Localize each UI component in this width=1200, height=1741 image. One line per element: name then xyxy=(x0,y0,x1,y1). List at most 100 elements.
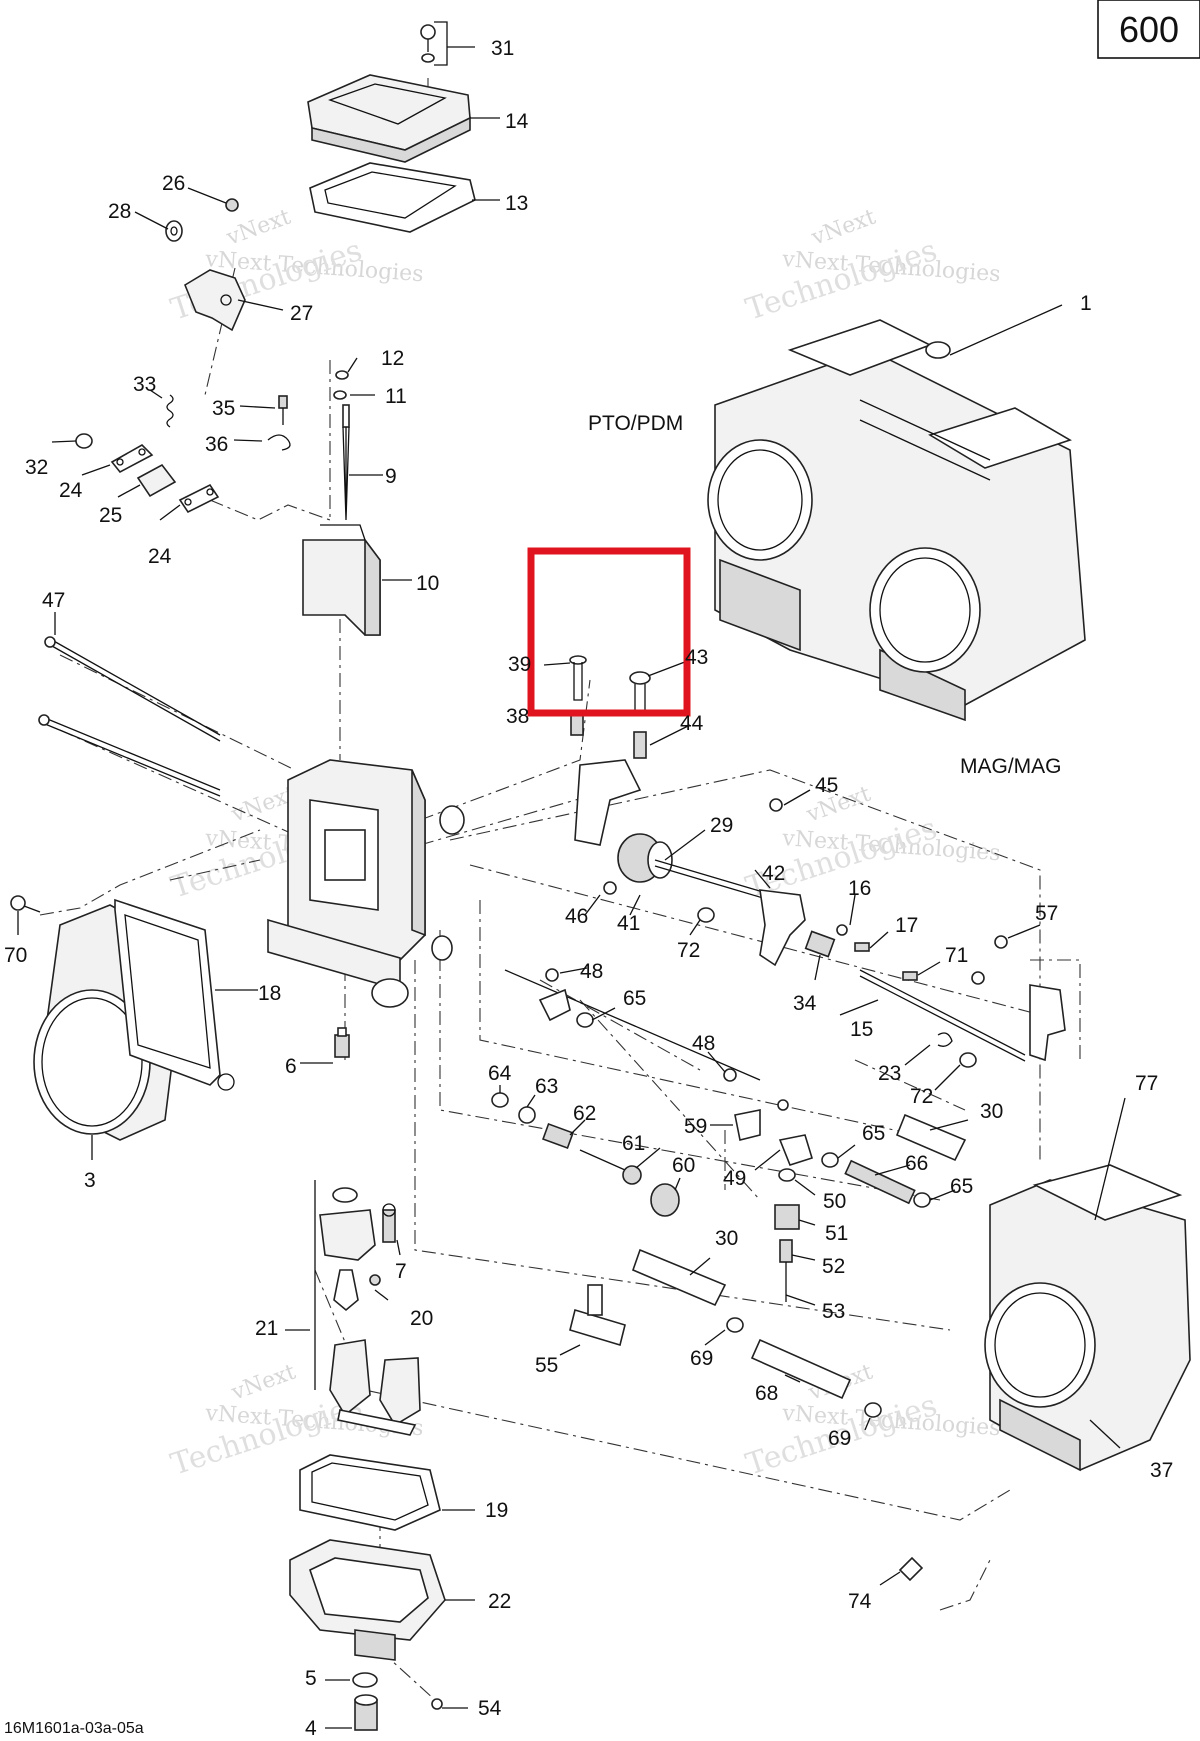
page-badge: 600 xyxy=(1097,0,1200,59)
footer-drawing-code: 16M1601a-03a-05a xyxy=(4,1720,144,1737)
part-69-clamp-b xyxy=(864,1402,882,1418)
callout-7: 7 xyxy=(395,1260,407,1283)
callout-59: 59 xyxy=(684,1115,707,1138)
callout-24-a: 24 xyxy=(59,479,83,502)
callout-66: 66 xyxy=(905,1152,928,1175)
callout-64: 64 xyxy=(488,1062,512,1085)
part-11-ring xyxy=(333,390,347,400)
label-mag-mag: MAG/MAG xyxy=(960,755,1062,778)
callout-36: 36 xyxy=(205,433,228,456)
part-34-spring xyxy=(804,930,836,958)
part-9-needle xyxy=(342,404,350,521)
callout-35: 35 xyxy=(212,397,235,420)
part-45-screw xyxy=(769,798,783,812)
callout-60: 60 xyxy=(672,1154,695,1177)
part-7-jet xyxy=(382,1203,396,1243)
callout-21: 21 xyxy=(255,1317,278,1340)
callout-74: 74 xyxy=(848,1590,872,1613)
part-63-washer xyxy=(518,1106,536,1124)
part-38-spring xyxy=(570,714,584,736)
callout-51: 51 xyxy=(825,1222,848,1245)
callout-54: 54 xyxy=(478,1697,502,1720)
callout-24-b: 24 xyxy=(148,545,172,568)
callout-25: 25 xyxy=(99,504,122,527)
callout-52: 52 xyxy=(822,1255,845,1278)
part-74-cap xyxy=(898,1556,924,1582)
part-43-screw xyxy=(629,671,651,713)
callout-49: 49 xyxy=(723,1167,746,1190)
callout-20: 20 xyxy=(410,1307,433,1330)
callout-numbers: 31 14 13 26 28 27 33 35 36 12 11 9 10 32… xyxy=(4,37,1173,1740)
part-throttle-lever xyxy=(759,889,806,967)
part-33-spring xyxy=(166,394,174,428)
part-21-float xyxy=(329,1339,421,1436)
callout-69-a: 69 xyxy=(690,1347,713,1370)
part-72-washer-a xyxy=(697,907,715,923)
callout-72-b: 72 xyxy=(910,1085,933,1108)
callout-38: 38 xyxy=(506,705,529,728)
part-62-spring xyxy=(542,1123,574,1149)
part-12-clip xyxy=(335,370,349,380)
part-31-screw xyxy=(420,24,436,63)
part-bracket-right xyxy=(1029,984,1066,1062)
callout-9: 9 xyxy=(385,465,397,488)
part-39-screw xyxy=(569,655,587,701)
callout-30-a: 30 xyxy=(980,1100,1003,1123)
part-22-float-bowl xyxy=(289,1539,446,1661)
part-44-spring xyxy=(633,731,647,759)
part-36-clip xyxy=(267,434,291,451)
part-30-tube-b xyxy=(631,1248,727,1307)
part-4-plug xyxy=(354,1694,378,1731)
part-65-washer-b xyxy=(821,1152,839,1168)
part-61-screw xyxy=(579,1149,642,1185)
part-69-clamp-a xyxy=(726,1317,744,1333)
callout-55: 55 xyxy=(535,1354,558,1377)
callout-77: 77 xyxy=(1135,1072,1158,1095)
part-65-washer-a xyxy=(576,1012,594,1028)
callout-15: 15 xyxy=(850,1018,873,1041)
part-49-lever xyxy=(777,1099,813,1166)
part-27-bracket xyxy=(184,269,246,332)
part-48-screw-a xyxy=(545,968,559,982)
callout-26: 26 xyxy=(162,172,185,195)
part-29-spring xyxy=(617,833,673,883)
callout-41: 41 xyxy=(617,912,640,935)
callout-46: 46 xyxy=(565,905,588,928)
part-68-tube xyxy=(750,1338,852,1400)
callout-68: 68 xyxy=(755,1382,778,1405)
part-16-screw xyxy=(836,924,848,936)
callout-37: 37 xyxy=(1150,1459,1173,1482)
part-23-clip xyxy=(937,1032,953,1047)
callout-6: 6 xyxy=(285,1055,297,1078)
callout-70: 70 xyxy=(4,944,27,967)
parts xyxy=(10,24,1191,1731)
part-35-screw xyxy=(278,395,288,425)
part-24-link-a xyxy=(110,444,154,474)
callout-18: 18 xyxy=(258,982,281,1005)
part-float-arm xyxy=(319,1187,376,1261)
callout-71: 71 xyxy=(945,944,968,967)
part-47-bolts xyxy=(38,636,221,797)
callout-34: 34 xyxy=(793,992,817,1015)
part-48-screw-b xyxy=(723,1068,737,1082)
part-20-valve xyxy=(333,1269,381,1312)
part-59-lever xyxy=(734,1109,761,1141)
part-throttle-bracket xyxy=(574,759,642,846)
callout-12: 12 xyxy=(381,347,404,370)
part-55-fitting xyxy=(569,1284,626,1347)
callout-13: 13 xyxy=(505,192,528,215)
part-19-gasket xyxy=(299,1454,441,1531)
callout-57: 57 xyxy=(1035,902,1058,925)
callout-10: 10 xyxy=(416,572,439,595)
callout-1: 1 xyxy=(1080,292,1092,315)
callout-48-b: 48 xyxy=(692,1032,715,1055)
callout-30-b: 30 xyxy=(715,1227,738,1250)
callout-53: 53 xyxy=(822,1300,845,1323)
callout-65-b: 65 xyxy=(862,1122,885,1145)
callout-23: 23 xyxy=(878,1062,901,1085)
callout-17: 17 xyxy=(895,914,918,937)
callout-65-c: 65 xyxy=(950,1175,973,1198)
part-52-spring xyxy=(779,1239,793,1263)
part-50-washer xyxy=(778,1168,796,1182)
